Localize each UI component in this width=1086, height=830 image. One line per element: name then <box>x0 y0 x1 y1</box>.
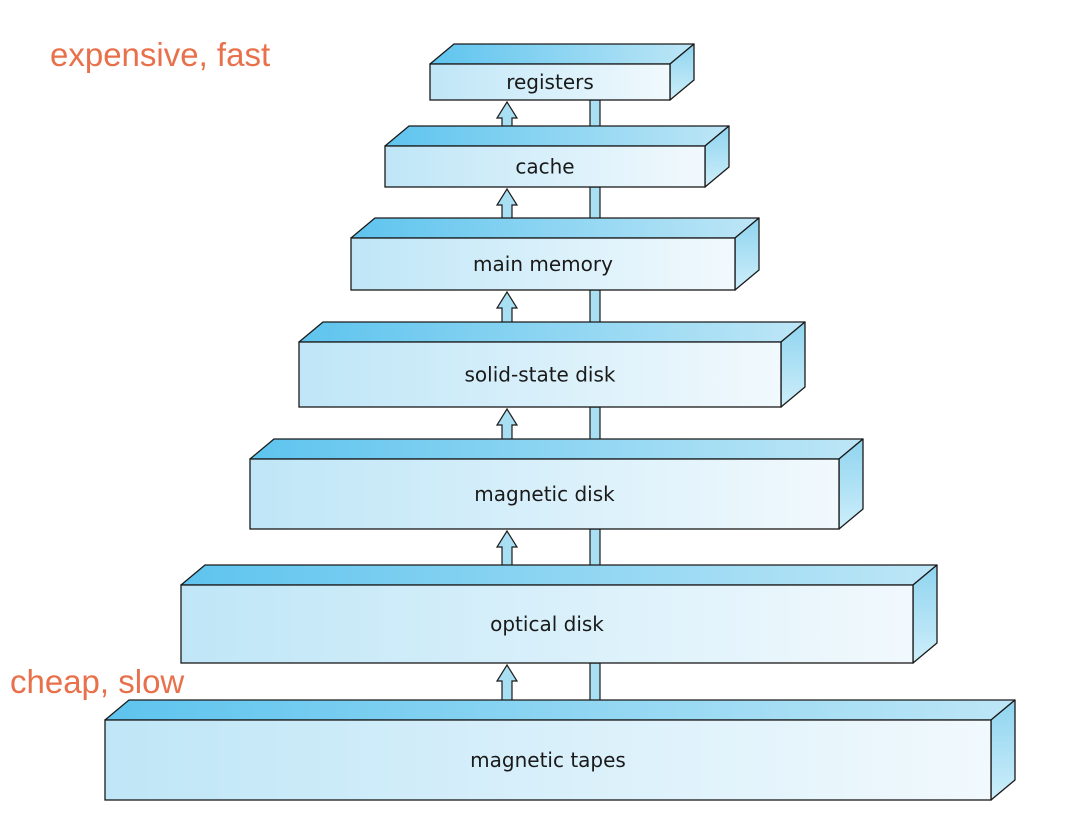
level-magnetic-disk-front-face <box>249 458 840 530</box>
level-main-memory-label: main memory <box>473 252 613 276</box>
boxes-layer: registers cache main memory solid-state dis… <box>104 43 1016 801</box>
cheap-slow-label: cheap, slow <box>10 663 185 700</box>
level-optical-disk-front-face <box>180 584 914 664</box>
level-magnetic-disk-top-face <box>249 438 864 460</box>
level-magnetic-tapes: magnetic tapes <box>104 699 1016 801</box>
level-magnetic-tapes-front-face <box>104 719 992 801</box>
level-magnetic-disk: magnetic disk <box>249 438 864 530</box>
level-optical-disk-top-face <box>180 564 938 586</box>
level-cache-front-face <box>384 145 706 188</box>
level-main-memory: main memory <box>350 217 760 291</box>
level-solid-state-disk: solid-state disk <box>298 321 806 408</box>
level-magnetic-tapes-top-face <box>104 699 1016 721</box>
level-registers-top-face <box>429 43 695 65</box>
level-magnetic-tapes-label: magnetic tapes <box>470 748 626 772</box>
level-cache-label: cache <box>515 155 574 179</box>
expensive-fast-label: expensive, fast <box>50 36 271 73</box>
level-main-memory-front-face <box>350 237 736 291</box>
level-optical-disk-label: optical disk <box>490 612 604 636</box>
level-cache: cache <box>384 125 730 188</box>
level-main-memory-top-face <box>350 217 760 239</box>
level-registers: registers <box>429 43 695 101</box>
level-solid-state-disk-label: solid-state disk <box>465 363 616 387</box>
level-solid-state-disk-front-face <box>298 341 782 408</box>
level-solid-state-disk-top-face <box>298 321 806 343</box>
level-optical-disk: optical disk <box>180 564 938 664</box>
level-cache-top-face <box>384 125 730 147</box>
level-registers-label: registers <box>506 70 594 94</box>
level-registers-front-face <box>429 63 671 101</box>
level-magnetic-disk-label: magnetic disk <box>474 482 615 506</box>
